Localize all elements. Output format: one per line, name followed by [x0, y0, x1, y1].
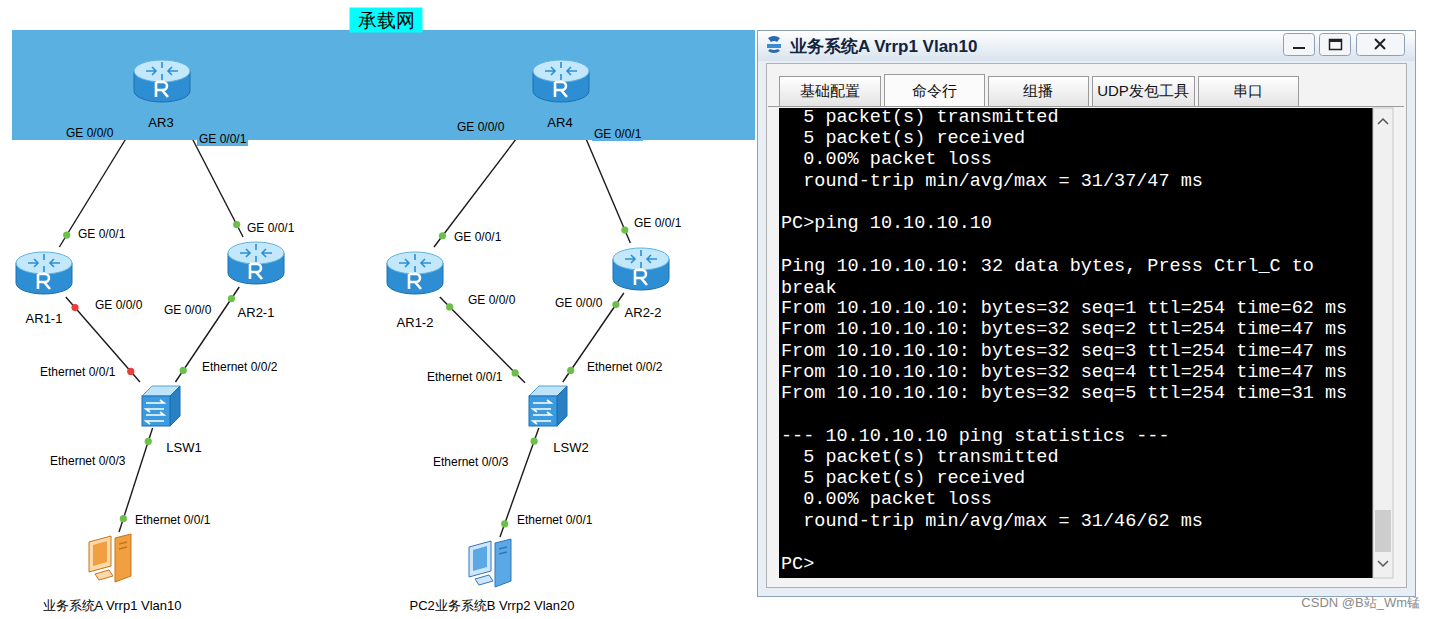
switch-node: LSW2: [525, 382, 569, 428]
pc-icon: [85, 532, 135, 588]
router-icon: [132, 55, 192, 105]
device-label: 业务系统A Vrrp1 Vlan10: [43, 598, 182, 613]
port-label: GE 0/0/1: [592, 127, 643, 141]
port-status-dot: [531, 438, 538, 445]
console-line: From 10.10.10.10: bytes=32 seq=1 ttl=254…: [781, 298, 1347, 319]
port-label: GE 0/0/0: [64, 126, 115, 140]
tab-label: 命令行: [912, 82, 957, 101]
switch-icon: [525, 382, 569, 428]
port-status-dot: [612, 301, 619, 308]
port-label: Ethernet 0/0/1: [133, 513, 212, 527]
port-label: Ethernet 0/0/1: [425, 370, 504, 384]
router-icon: [385, 247, 445, 297]
console-line: PC>: [781, 554, 814, 575]
port-status-dot: [446, 303, 453, 310]
console-line: Ping 10.10.10.10: 32 data bytes, Press C…: [781, 256, 1375, 299]
port-label: Ethernet 0/0/1: [515, 513, 594, 527]
device-label: AR1-1: [26, 311, 63, 326]
port-status-dot: [439, 232, 446, 239]
router-icon: [611, 243, 671, 293]
device-label: AR1-2: [397, 315, 434, 330]
port-label: GE 0/0/0: [466, 293, 517, 307]
device-label: AR2-1: [238, 305, 275, 320]
tab-label: 串口: [1233, 82, 1263, 101]
port-status-dot: [567, 367, 574, 374]
console-line: PC>ping 10.10.10.10: [781, 213, 992, 234]
port-label: GE 0/0/1: [452, 230, 503, 244]
switch-icon: [138, 382, 182, 428]
console-line: 5 packet(s) transmitted: [803, 107, 1058, 128]
console-line: 5 packet(s) received: [803, 128, 1025, 149]
port-label: GE 0/0/1: [245, 221, 296, 235]
port-label: Ethernet 0/0/3: [48, 454, 127, 468]
device-label: PC2业务系统B Vrrp2 Vlan20: [410, 598, 575, 613]
port-label: GE 0/0/1: [197, 132, 248, 146]
port-label: GE 0/0/0: [162, 303, 213, 317]
bearer-network-band: 承载网AR3AR4: [12, 30, 755, 140]
device-label: AR3: [148, 115, 173, 130]
watermark: CSDN @B站_Wm锰: [1301, 594, 1420, 612]
console-line: round-trip min/avg/max = 31/46/62 ms: [803, 511, 1203, 532]
router-icon: [531, 55, 591, 105]
port-status-dot: [621, 227, 628, 234]
port-status-dot: [512, 369, 519, 376]
console-line: From 10.10.10.10: bytes=32 seq=3 ttl=254…: [781, 341, 1347, 362]
switch-node: LSW1: [138, 382, 182, 428]
port-status-dot: [63, 231, 70, 238]
tab-label: 基础配置: [800, 82, 860, 101]
port-status-dot: [71, 304, 78, 311]
port-status-dot: [228, 295, 235, 302]
app-icon: [767, 36, 781, 53]
port-status-dot: [501, 520, 508, 527]
router-node: AR1-1: [14, 247, 74, 297]
router-node: AR2-2: [611, 243, 671, 293]
port-label: GE 0/0/1: [76, 227, 127, 241]
pc-icon: [465, 537, 515, 593]
port-status-dot: [233, 221, 240, 228]
port-label: GE 0/0/0: [553, 296, 604, 310]
router-node: AR2-1: [226, 237, 286, 287]
console-line: From 10.10.10.10: bytes=32 seq=4 ttl=254…: [781, 362, 1347, 383]
router-node: AR1-2: [385, 247, 445, 297]
router-node: AR4: [531, 55, 591, 105]
port-label: GE 0/0/0: [455, 120, 506, 134]
console-line: 5 packet(s) received: [803, 468, 1025, 489]
console-line: 5 packet(s) transmitted: [803, 447, 1058, 468]
port-label: Ethernet 0/0/1: [38, 365, 117, 379]
port-status-dot: [120, 515, 127, 522]
host-pc: 业务系统A Vrrp1 Vlan10: [85, 532, 135, 588]
region-heading: 承载网: [350, 8, 423, 33]
port-label: GE 0/0/1: [632, 216, 683, 230]
router-icon: [226, 237, 286, 287]
device-label: LSW2: [553, 440, 588, 455]
console-line: 0.00% packet loss: [803, 489, 992, 510]
router-node: AR3: [132, 55, 192, 105]
port-label: GE 0/0/0: [93, 298, 144, 312]
console-line: --- 10.10.10.10 ping statistics ---: [781, 426, 1170, 447]
device-label: AR2-2: [625, 305, 662, 320]
router-icon: [14, 247, 74, 297]
console-line: From 10.10.10.10: bytes=32 seq=2 ttl=254…: [781, 319, 1347, 340]
port-label: Ethernet 0/0/3: [431, 455, 510, 469]
port-status-dot: [145, 438, 152, 445]
tab-label: 组播: [1023, 82, 1053, 101]
port-label: Ethernet 0/0/2: [585, 360, 664, 374]
console-line: 0.00% packet loss: [803, 149, 992, 170]
port-label: Ethernet 0/0/2: [200, 360, 279, 374]
window-title: 业务系统A Vrrp1 Vlan10: [790, 35, 977, 58]
device-label: AR4: [547, 115, 572, 130]
console-line: round-trip min/avg/max = 31/37/47 ms: [803, 171, 1203, 192]
device-label: LSW1: [166, 440, 201, 455]
tab-label: UDP发包工具: [1097, 82, 1189, 101]
console-line: From 10.10.10.10: bytes=32 seq=5 ttl=254…: [781, 383, 1347, 404]
port-status-dot: [180, 367, 187, 374]
port-status-dot: [127, 368, 134, 375]
host-pc: PC2业务系统B Vrrp2 Vlan20: [465, 537, 515, 593]
